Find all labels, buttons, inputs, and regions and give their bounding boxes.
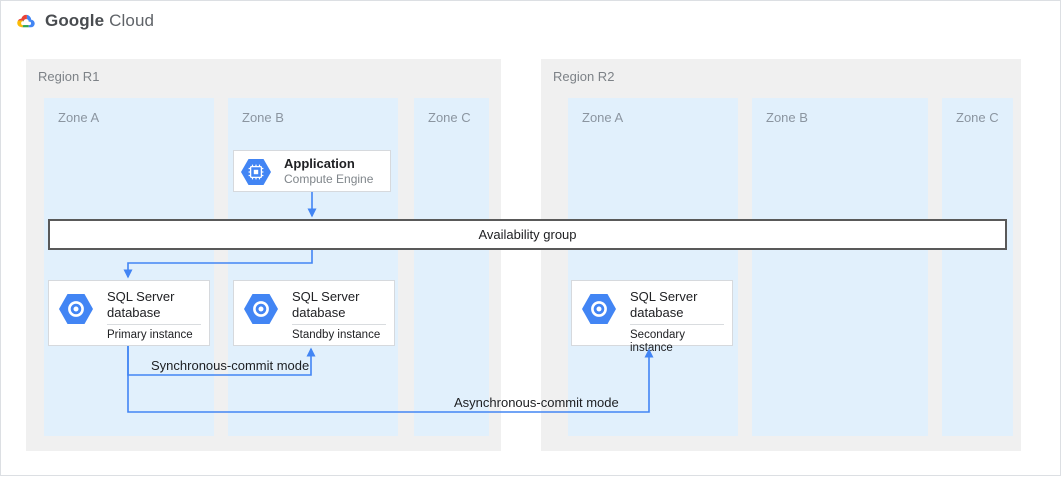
sql-server-icon bbox=[581, 293, 617, 330]
zone-label: Zone B bbox=[766, 110, 808, 125]
google-cloud-logo-icon bbox=[15, 12, 37, 30]
region-r2-zone-c: Zone C bbox=[942, 98, 1013, 436]
region-r1-label: Region R1 bbox=[38, 69, 100, 84]
region-r1-zone-b: Zone B bbox=[228, 98, 398, 436]
db-instance-label: Secondary instance bbox=[630, 329, 685, 354]
sql-server-secondary-card: SQL Server database Secondary instance bbox=[571, 280, 733, 354]
sql-server-icon bbox=[58, 293, 94, 330]
card-divider bbox=[630, 324, 724, 325]
zone-label: Zone A bbox=[582, 110, 624, 125]
zone-label: Zone A bbox=[58, 110, 100, 125]
db-instance-label: Standby instance bbox=[292, 329, 381, 341]
application-card: Application Compute Engine bbox=[233, 150, 391, 192]
zone-label: Zone C bbox=[428, 110, 471, 125]
region-r2-zone-b: Zone B bbox=[752, 98, 928, 436]
db-title: SQL Server database bbox=[292, 289, 360, 320]
sql-server-icon bbox=[243, 293, 279, 330]
region-r2: Region R2 Zone A Zone B Zone C bbox=[541, 59, 1021, 451]
db-title: SQL Server database bbox=[630, 289, 698, 320]
sql-server-primary-card: SQL Server database Primary instance bbox=[48, 280, 210, 346]
region-r2-label: Region R2 bbox=[553, 69, 615, 84]
brand-wordmark: Google Cloud bbox=[45, 11, 154, 31]
db-title: SQL Server database bbox=[107, 289, 175, 320]
zone-label: Zone B bbox=[242, 110, 284, 125]
google-cloud-brand: Google Cloud bbox=[15, 11, 154, 31]
availability-group-bar: Availability group bbox=[48, 219, 1007, 250]
region-r2-zone-a: Zone A bbox=[568, 98, 738, 436]
zone-label: Zone C bbox=[956, 110, 999, 125]
card-divider bbox=[107, 324, 201, 325]
availability-group-label: Availability group bbox=[478, 227, 577, 242]
region-r1: Region R1 Zone A Zone B Zone C bbox=[26, 59, 501, 451]
sql-server-standby-card: SQL Server database Standby instance bbox=[233, 280, 395, 346]
region-r1-zone-a: Zone A bbox=[44, 98, 214, 436]
application-title: Application bbox=[284, 156, 355, 171]
db-instance-label: Primary instance bbox=[107, 329, 193, 341]
application-subtitle: Compute Engine bbox=[284, 172, 374, 186]
async-commit-label: Asynchronous-commit mode bbox=[454, 395, 619, 410]
card-divider bbox=[292, 324, 386, 325]
brand-cloud-text: Cloud bbox=[109, 11, 155, 30]
sync-commit-label: Synchronous-commit mode bbox=[151, 358, 310, 373]
brand-google-text: Google bbox=[45, 11, 105, 30]
compute-engine-icon bbox=[240, 158, 272, 191]
region-r1-zone-c: Zone C bbox=[414, 98, 489, 436]
